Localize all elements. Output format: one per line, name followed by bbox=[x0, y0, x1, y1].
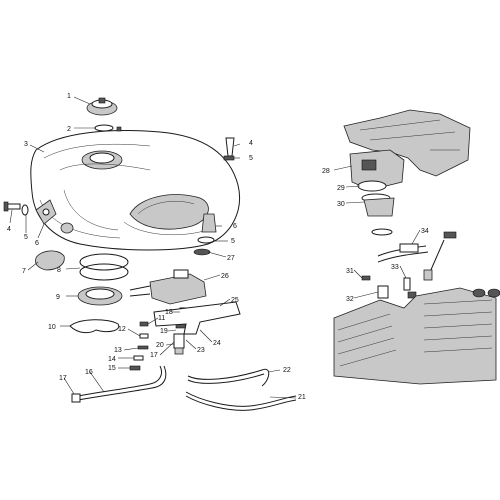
pump-bracket bbox=[153, 301, 241, 335]
callout-24: 24 bbox=[213, 340, 221, 347]
callout-15: 15 bbox=[108, 365, 116, 372]
callout-34: 34 bbox=[421, 228, 429, 235]
sender-plate bbox=[77, 286, 123, 306]
callout-14: 14 bbox=[108, 356, 116, 363]
fuel-cap bbox=[86, 97, 118, 116]
callout-5: 5 bbox=[249, 155, 253, 162]
callout-18: 18 bbox=[165, 309, 173, 316]
callout-13: 13 bbox=[114, 347, 122, 354]
fasteners-11-15 bbox=[129, 321, 149, 371]
callout-labels: 1 2 3 4 5 4 5 6 6 5 7 8 9 10 11 12 13 14… bbox=[7, 93, 429, 401]
callout-1: 1 bbox=[67, 93, 71, 100]
callout-12: 12 bbox=[118, 326, 126, 333]
callout-10: 10 bbox=[48, 324, 56, 331]
callout-19: 19 bbox=[160, 328, 168, 335]
cap-gasket bbox=[94, 124, 122, 132]
airbox-housing bbox=[343, 109, 471, 177]
callout-11: 11 bbox=[158, 315, 165, 322]
callout-16: 16 bbox=[85, 369, 93, 376]
o-rings bbox=[79, 253, 129, 281]
callout-20: 20 bbox=[156, 342, 164, 349]
callout-30: 30 bbox=[337, 201, 345, 208]
pump-cover bbox=[35, 250, 65, 271]
petcock-upper bbox=[223, 137, 235, 161]
rubber-mount-right bbox=[193, 213, 217, 256]
callout-25: 25 bbox=[231, 297, 239, 304]
intake-manifold bbox=[349, 149, 405, 236]
callout-31: 31 bbox=[346, 268, 354, 275]
callout-22: 22 bbox=[283, 367, 291, 374]
callout-28: 28 bbox=[322, 168, 330, 175]
callout-8: 8 bbox=[57, 267, 61, 274]
retaining-clip bbox=[69, 319, 120, 334]
callout-17: 17 bbox=[59, 375, 67, 382]
callout-6: 6 bbox=[233, 223, 237, 230]
fuel-line-34 bbox=[377, 231, 457, 281]
callout-6: 6 bbox=[35, 240, 39, 247]
callout-3: 3 bbox=[24, 141, 28, 148]
fuel-tank bbox=[30, 130, 240, 251]
callout-4: 4 bbox=[7, 226, 11, 233]
callout-27: 27 bbox=[227, 255, 235, 262]
callout-2: 2 bbox=[67, 126, 71, 133]
crossover-hose bbox=[71, 365, 167, 403]
callout-5: 5 bbox=[24, 234, 28, 241]
vent-hose-21 bbox=[185, 391, 297, 411]
v-twin-engine bbox=[333, 287, 500, 385]
callout-33: 33 bbox=[391, 264, 399, 271]
callout-7: 7 bbox=[22, 268, 26, 275]
callout-26: 26 bbox=[221, 273, 229, 280]
callout-4: 4 bbox=[249, 140, 253, 147]
injector-fasteners bbox=[361, 275, 417, 299]
callout-21: 21 bbox=[298, 394, 306, 401]
callout-9: 9 bbox=[56, 294, 60, 301]
callout-5: 5 bbox=[231, 238, 235, 245]
callout-29: 29 bbox=[337, 185, 345, 192]
callout-17: 17 bbox=[150, 352, 158, 359]
vent-hose-22 bbox=[187, 368, 270, 387]
rubber-mount-left bbox=[60, 222, 74, 234]
tank-mount-bracket bbox=[35, 199, 57, 225]
callout-32: 32 bbox=[346, 296, 354, 303]
left-bolt bbox=[3, 201, 29, 216]
callout-23: 23 bbox=[197, 347, 205, 354]
fuel-pump bbox=[129, 269, 207, 305]
leader-lines bbox=[9, 96, 421, 399]
